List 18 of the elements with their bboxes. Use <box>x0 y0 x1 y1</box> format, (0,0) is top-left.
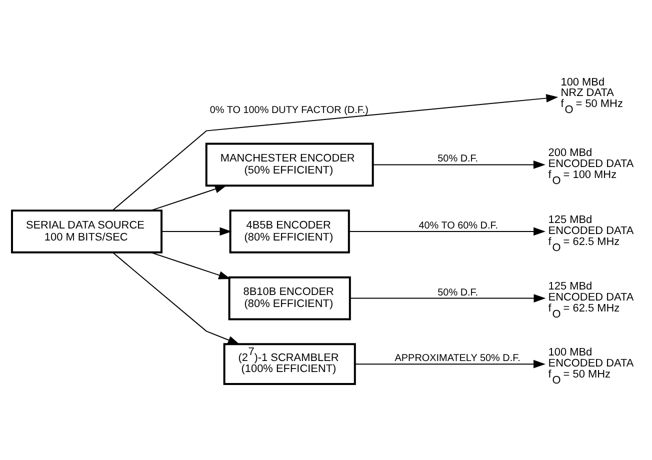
arrow <box>350 294 546 302</box>
arrow <box>112 94 558 211</box>
node-box: 8B10B ENCODER (80% EFFICIENT) <box>228 276 351 320</box>
edge-label: 40% TO 60% D.F. <box>418 220 498 232</box>
node-box: MANCHESTER ENCODER (50% EFFICIENT) <box>205 142 374 187</box>
node-box: 4B5B ENCODER (80% EFFICIENT) <box>229 210 350 254</box>
arrow <box>348 227 546 236</box>
edge-label: 50% D.F. <box>438 287 478 298</box>
edge-label: APPROXIMATELY 50% D.F. <box>394 353 520 364</box>
arrow <box>150 252 231 280</box>
arrow <box>354 360 546 368</box>
arrow <box>372 160 546 169</box>
arrow <box>112 252 240 345</box>
arrow <box>150 185 227 212</box>
node-box: SERIAL DATA SOURCE 100 M BITS/SEC <box>11 210 163 254</box>
arrow <box>161 227 232 236</box>
edge-label: 50% D.F. <box>438 154 478 165</box>
edge-label: 0% TO 100% DUTY FACTOR (D.F.) <box>210 104 368 116</box>
